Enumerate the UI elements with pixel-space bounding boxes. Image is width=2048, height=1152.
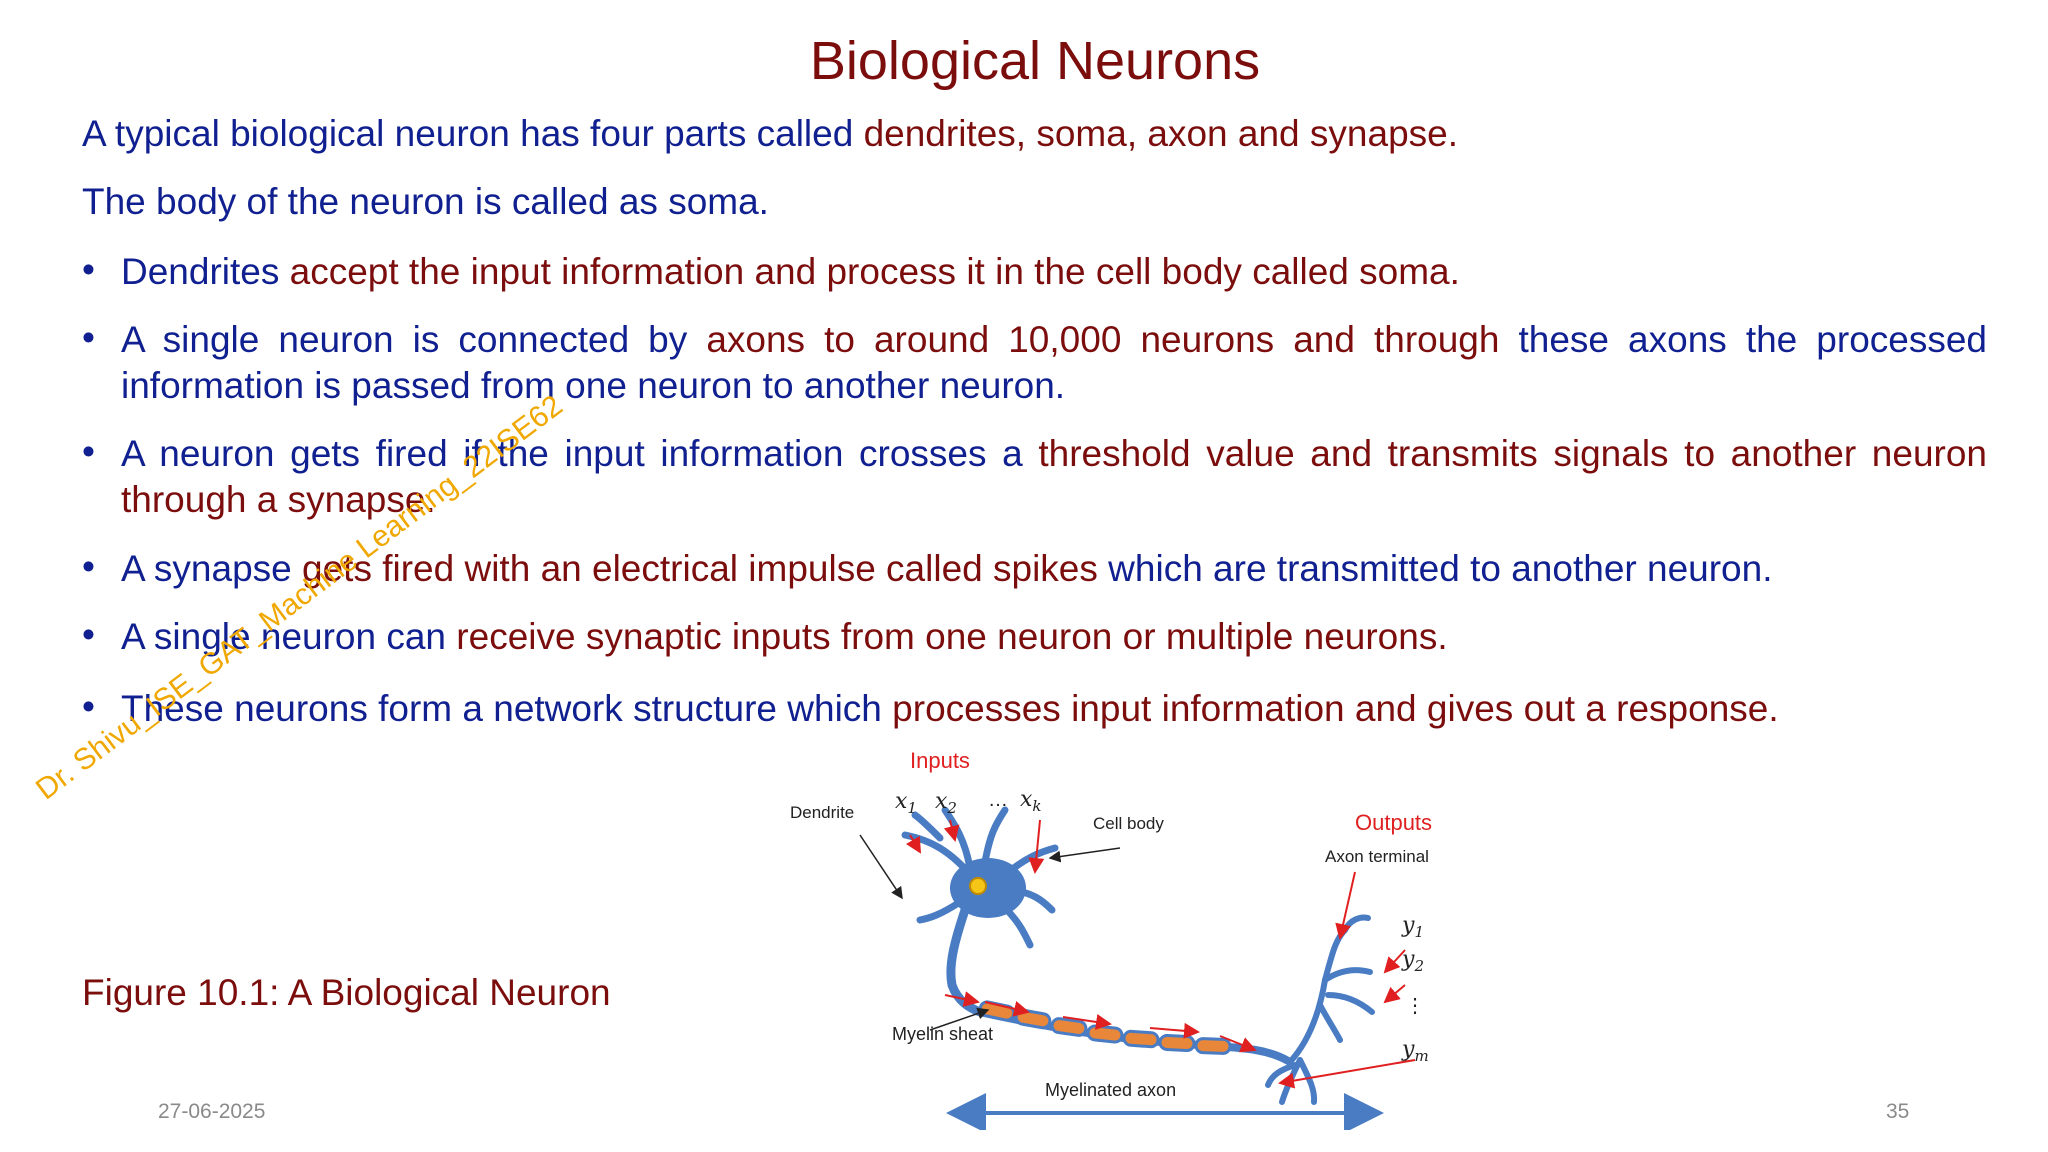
inputs-label: Inputs — [910, 748, 970, 773]
bullet-5: A single neuron can receive synaptic inp… — [121, 614, 1987, 660]
bullet-dot: • — [82, 249, 95, 290]
y2-symbol: y2 — [1401, 947, 1424, 975]
bullet-6-a: These neurons form a network structure w… — [121, 688, 893, 729]
bullet-3: A neuron gets fired if the input informa… — [121, 431, 1987, 523]
x2-symbol: x2 — [935, 789, 957, 817]
bullet-6-b: processes input information and gives ou… — [892, 688, 1779, 729]
dendrite-label: Dendrite — [790, 803, 854, 822]
cell-body-label: Cell body — [1093, 814, 1164, 833]
soma — [950, 858, 1026, 918]
ellipsis: … — [988, 789, 1008, 811]
vertical-ellipsis: ⋮ — [1405, 995, 1425, 1017]
neuron-figure: Inputs Outputs Dendrite Cell body Axon t… — [790, 748, 1432, 1130]
nucleus — [969, 877, 987, 895]
bullet-1-b: accept the input information and process… — [279, 251, 1460, 292]
bullet-4-a: A synapse — [121, 548, 303, 589]
axon-terminal-branches — [1265, 914, 1375, 1105]
figure-caption: Figure 10.1: A Biological Neuron — [82, 972, 611, 1013]
axon-terminal-label: Axon terminal — [1325, 847, 1429, 866]
intro-line-1: A typical biological neuron has four par… — [82, 113, 1458, 155]
axon-hillock — [946, 905, 985, 1017]
bullet-dot: • — [82, 686, 95, 727]
ym-symbol: ym — [1401, 1037, 1429, 1065]
page-number: 35 — [1886, 1100, 1910, 1123]
intro-1-part-b: dendrites, soma, axon and synapse. — [863, 113, 1458, 154]
bullet-3-a: A neuron gets fired if the input informa… — [121, 433, 1039, 474]
bullet-dot: • — [82, 317, 95, 358]
bullet-2-b: axons to around 10,000 neurons and throu… — [706, 319, 1519, 360]
y1-symbol: y1 — [1401, 913, 1424, 941]
bullet-5-b: receive synaptic inputs from one neuron … — [456, 616, 1448, 657]
bullet-4: A synapse gets fired with an electrical … — [121, 546, 1987, 592]
intro-line-2: The body of the neuron is called as soma… — [82, 181, 769, 222]
bullet-3-b: threshold value and transmits signals to… — [121, 433, 1987, 520]
bullet-2: A single neuron is connected by axons to… — [121, 317, 1987, 409]
bullet-2-a: A single neuron is connected by — [121, 319, 707, 360]
slide-title: Biological Neurons — [809, 31, 1261, 91]
bullet-5-a: A single neuron can — [121, 616, 457, 657]
signal-arrows — [906, 819, 1416, 1089]
intro-1-part-a: A typical biological neuron has four par… — [82, 113, 864, 154]
bullet-2-c: these axons the processed information is… — [121, 319, 1988, 406]
bullet-1-a: Dendrites — [121, 251, 280, 292]
bullet-4-c: which are transmitted to another neuron. — [1097, 548, 1773, 589]
xk-symbol: xk — [1020, 787, 1042, 815]
myelinated-axon-label: Myelinated axon — [1045, 1080, 1176, 1100]
pointer-lines — [859, 834, 1121, 1031]
bullet-dot: • — [82, 546, 95, 587]
bullet-6: These neurons form a network structure w… — [121, 686, 1987, 732]
slide-date: 27-06-2025 — [158, 1100, 266, 1123]
bullet-dot: • — [82, 614, 95, 655]
bullet-dot: • — [82, 431, 95, 472]
x1-symbol: x1 — [895, 789, 917, 817]
outputs-label: Outputs — [1355, 810, 1432, 835]
bullet-1: Dendrites accept the input information a… — [121, 249, 1987, 295]
myelin-sheat-label: Myelin sheat — [892, 1024, 993, 1044]
bullet-4-b: gets fired with an electrical impulse ca… — [302, 548, 1098, 589]
